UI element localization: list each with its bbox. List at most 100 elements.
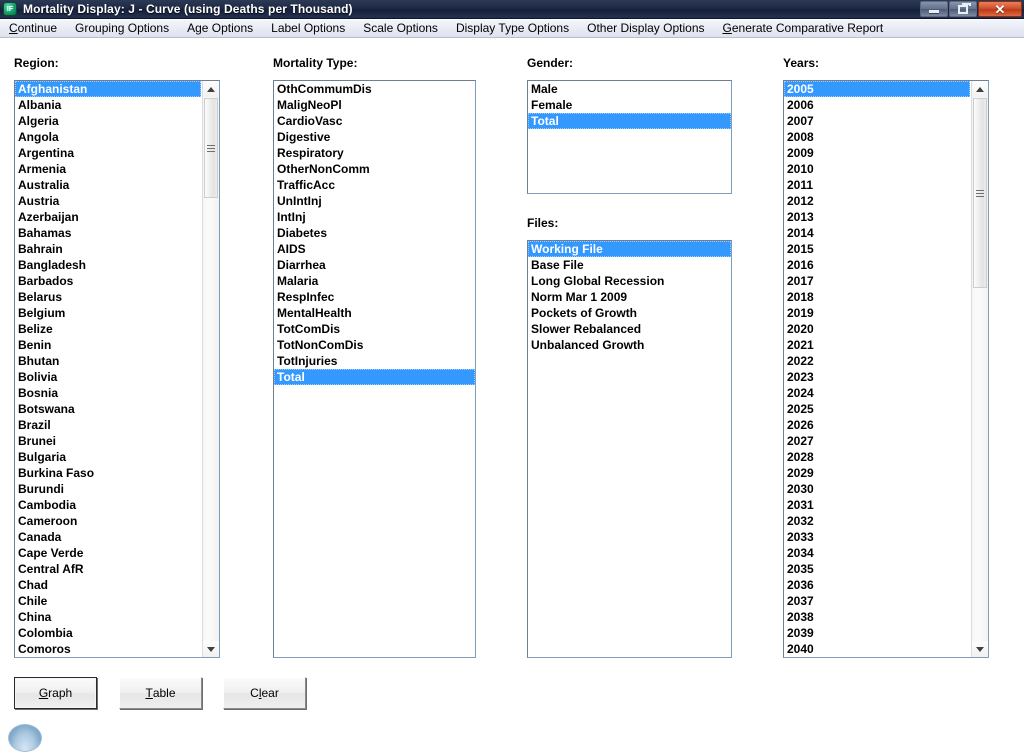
years-item[interactable]: 2014 xyxy=(787,226,814,240)
years-scroll-thumb[interactable] xyxy=(973,98,987,288)
mortality-type-item[interactable]: Total xyxy=(274,369,475,385)
mortality-type-item[interactable]: Diabetes xyxy=(277,226,328,240)
years-item[interactable]: 2040 xyxy=(787,642,814,656)
region-item[interactable]: Canada xyxy=(18,530,62,544)
years-item[interactable]: 2037 xyxy=(787,594,814,608)
files-item[interactable]: Norm Mar 1 2009 xyxy=(531,290,628,304)
region-item[interactable]: Azerbaijan xyxy=(18,210,79,224)
region-item[interactable]: Burkina Faso xyxy=(18,466,95,480)
years-item[interactable]: 2033 xyxy=(787,530,814,544)
years-item[interactable]: 2026 xyxy=(787,418,814,432)
region-item[interactable]: Bulgaria xyxy=(18,450,67,464)
files-item[interactable]: Working File xyxy=(528,241,731,257)
years-item[interactable]: 2031 xyxy=(787,498,814,512)
years-scroll-up-button[interactable] xyxy=(972,81,988,97)
years-item[interactable]: 2022 xyxy=(787,354,814,368)
mortality-type-item[interactable]: MentalHealth xyxy=(277,306,352,320)
files-item[interactable]: Long Global Recession xyxy=(531,274,665,288)
menu-item-display-type-options[interactable]: Display Type Options xyxy=(455,21,570,35)
years-scrollbar[interactable] xyxy=(971,81,988,657)
years-scroll-down-button[interactable] xyxy=(972,641,988,657)
region-item[interactable]: Botswana xyxy=(18,402,75,416)
app-icon[interactable]: IF xyxy=(3,2,17,16)
region-item[interactable]: Chad xyxy=(18,578,48,592)
region-item[interactable]: Algeria xyxy=(18,114,59,128)
years-item[interactable]: 2030 xyxy=(787,482,814,496)
years-item[interactable]: 2028 xyxy=(787,450,814,464)
mortality-type-item[interactable]: Diarrhea xyxy=(277,258,326,272)
region-item[interactable]: Brazil xyxy=(18,418,51,432)
region-item[interactable]: Bolivia xyxy=(18,370,58,384)
restore-button[interactable] xyxy=(949,1,977,17)
mortality-type-item[interactable]: Digestive xyxy=(277,130,331,144)
region-item[interactable]: Cape Verde xyxy=(18,546,84,560)
region-scrollbar[interactable] xyxy=(202,81,219,657)
region-item[interactable]: Albania xyxy=(18,98,62,112)
region-item[interactable]: Chile xyxy=(18,594,48,608)
menu-item-grouping-options[interactable]: Grouping Options xyxy=(75,21,170,35)
menu-item-age-options[interactable]: Age Options xyxy=(187,21,254,35)
mortality-type-item[interactable]: RespInfec xyxy=(277,290,335,304)
years-item[interactable]: 2035 xyxy=(787,562,814,576)
menu-item-label-options[interactable]: Label Options xyxy=(271,21,346,35)
years-item[interactable]: 2019 xyxy=(787,306,814,320)
gender-item[interactable]: Male xyxy=(531,82,558,96)
years-item[interactable]: 2017 xyxy=(787,274,814,288)
region-item[interactable]: Burundi xyxy=(18,482,64,496)
years-item[interactable]: 2020 xyxy=(787,322,814,336)
region-item[interactable]: Bahamas xyxy=(18,226,72,240)
years-item[interactable]: 2006 xyxy=(787,98,814,112)
mortality-type-item[interactable]: OthCommumDis xyxy=(277,82,372,96)
gender-item[interactable]: Total xyxy=(528,113,731,129)
region-item[interactable]: Benin xyxy=(18,338,52,352)
mortality-type-item[interactable]: TotComDis xyxy=(277,322,341,336)
region-item[interactable]: Cameroon xyxy=(18,514,78,528)
region-item[interactable]: Belize xyxy=(18,322,53,336)
files-item[interactable]: Slower Rebalanced xyxy=(531,322,642,336)
region-item[interactable]: Comoros xyxy=(18,642,71,656)
files-item[interactable]: Unbalanced Growth xyxy=(531,338,645,352)
years-item[interactable]: 2034 xyxy=(787,546,814,560)
title-bar[interactable]: IF Mortality Display: J - Curve (using D… xyxy=(0,0,1024,19)
years-item[interactable]: 2007 xyxy=(787,114,814,128)
mortality-type-item[interactable]: TotNonComDis xyxy=(277,338,364,352)
files-item[interactable]: Base File xyxy=(531,258,584,272)
years-item[interactable]: 2013 xyxy=(787,210,814,224)
mortality-type-item[interactable]: MaligNeoPl xyxy=(277,98,342,112)
years-item[interactable]: 2018 xyxy=(787,290,814,304)
files-item[interactable]: Pockets of Growth xyxy=(531,306,638,320)
years-item[interactable]: 2015 xyxy=(787,242,814,256)
region-scroll-thumb[interactable] xyxy=(204,98,218,198)
region-item[interactable]: Bosnia xyxy=(18,386,59,400)
mortality-type-item[interactable]: Malaria xyxy=(277,274,319,288)
years-item[interactable]: 2008 xyxy=(787,130,814,144)
region-scroll-up-button[interactable] xyxy=(203,81,219,97)
years-item[interactable]: 2009 xyxy=(787,146,814,160)
region-scroll-down-button[interactable] xyxy=(203,641,219,657)
menu-item-scale-options[interactable]: Scale Options xyxy=(363,21,438,35)
years-item[interactable]: 2029 xyxy=(787,466,814,480)
mortality-type-item[interactable]: Respiratory xyxy=(277,146,344,160)
region-item[interactable]: Argentina xyxy=(18,146,75,160)
region-item[interactable]: Central AfR xyxy=(18,562,84,576)
region-item[interactable]: Belgium xyxy=(18,306,66,320)
years-item[interactable]: 2036 xyxy=(787,578,814,592)
region-item[interactable]: Colombia xyxy=(18,626,73,640)
years-item[interactable]: 2023 xyxy=(787,370,814,384)
region-item[interactable]: Austria xyxy=(18,194,60,208)
mortality-type-item[interactable]: CardioVasc xyxy=(277,114,343,128)
minimize-button[interactable] xyxy=(920,1,948,17)
start-orb-icon[interactable] xyxy=(8,724,42,752)
region-item[interactable]: Cambodia xyxy=(18,498,77,512)
region-item[interactable]: Angola xyxy=(18,130,59,144)
